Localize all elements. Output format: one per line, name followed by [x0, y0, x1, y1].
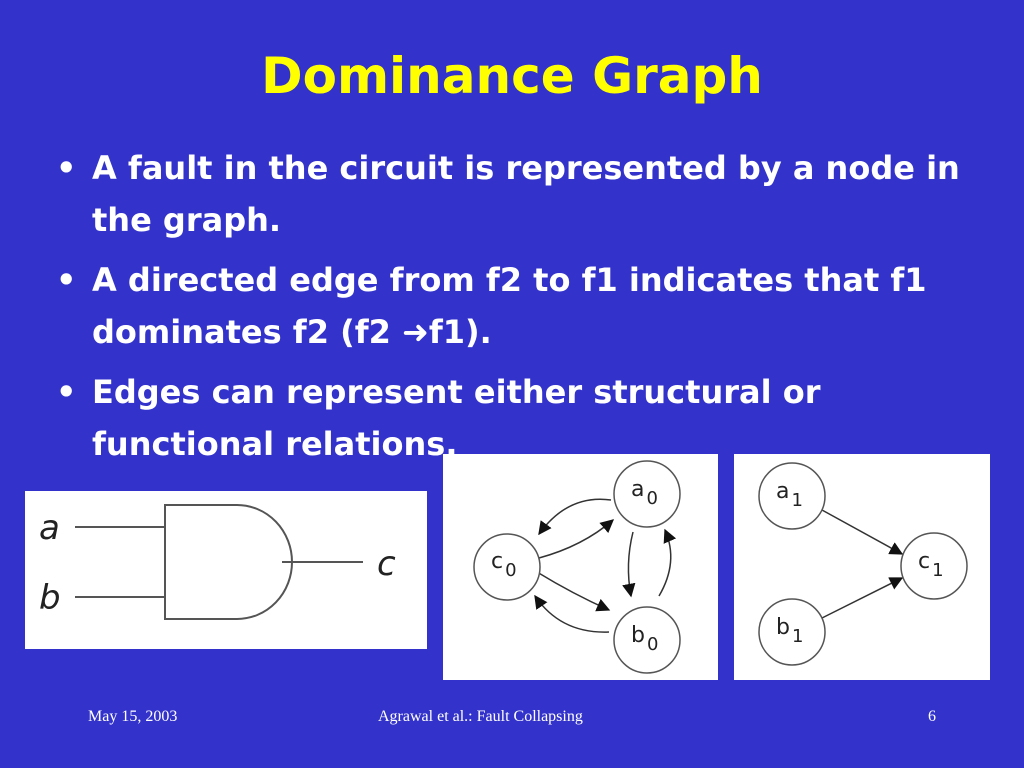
bullet-text: A fault in the circuit is represented by…	[92, 149, 960, 239]
footer-date: May 15, 2003	[88, 708, 178, 725]
node-a1	[758, 462, 826, 530]
bullet-item: • A directed edge from f2 to f1 indicate…	[56, 254, 976, 358]
bullet-dot: •	[56, 149, 77, 187]
bullet-item: • A fault in the circuit is represented …	[56, 142, 976, 246]
bullet-dot: •	[56, 261, 77, 299]
and-gate-diagram: a b c	[39, 504, 396, 620]
bullet-item: • Edges can represent either structural …	[56, 366, 976, 470]
slide-title: Dominance Graph	[261, 47, 763, 105]
edge-a0-b0	[622, 531, 636, 598]
and-gate-body	[164, 504, 293, 620]
input-a-label: a	[39, 508, 60, 548]
node-c0	[473, 533, 541, 601]
footer-page-number: 6	[928, 708, 936, 725]
output-c-label: c	[377, 544, 396, 584]
bullet-list: • A fault in the circuit is represented …	[56, 142, 976, 478]
node-c1	[900, 532, 968, 600]
bullet-dot: •	[56, 373, 77, 411]
arrow-right-icon: ➜	[402, 313, 429, 351]
bullet-text: A directed edge from f2 to f1 indicates …	[92, 261, 927, 351]
node-b1	[758, 598, 826, 666]
bullet-text: Edges can represent either structural or…	[92, 373, 821, 463]
and-gate-panel: a b c	[25, 491, 427, 649]
edge-a0-c0	[538, 498, 612, 536]
edge-c0-a0	[538, 519, 615, 559]
edge-a1-c1	[821, 509, 904, 555]
edge-c0-b0	[536, 571, 611, 612]
node-b0	[613, 606, 681, 674]
bullet-text: f1).	[428, 313, 492, 351]
input-b-label: b	[39, 578, 61, 618]
footer-center: Agrawal et al.: Fault Collapsing	[378, 708, 583, 725]
edge-b1-c1	[821, 577, 904, 619]
node-a0	[613, 460, 681, 528]
edge-b0-c0	[534, 594, 610, 633]
edge-b0-a0	[658, 528, 677, 597]
